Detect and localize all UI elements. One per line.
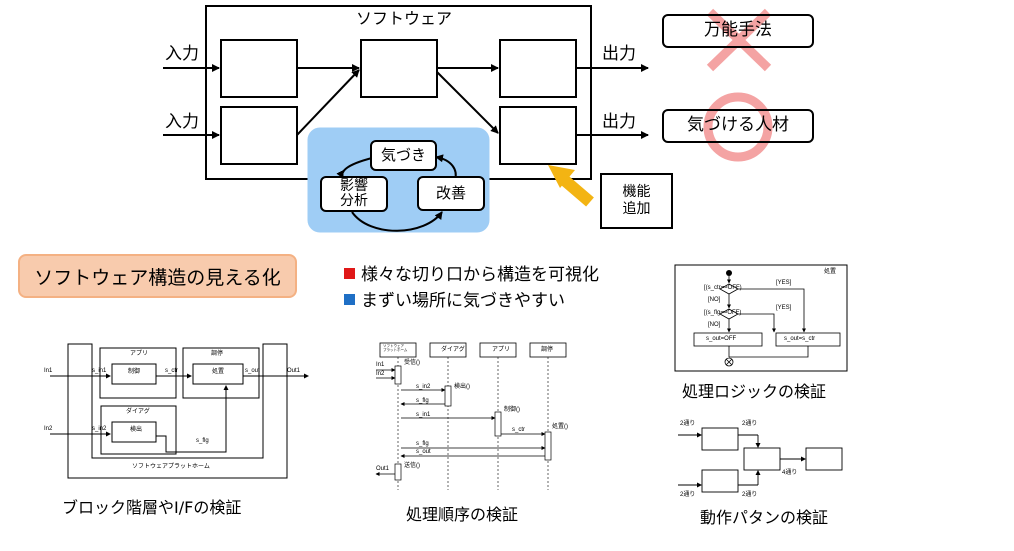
pattern-label-1: 2通り bbox=[680, 421, 696, 427]
flow-diagram bbox=[674, 264, 848, 372]
block-s-ctr: s_ctr bbox=[165, 368, 179, 374]
flow-yes1: [YES] bbox=[776, 280, 792, 286]
bannou-text: 万能手法 bbox=[704, 20, 772, 41]
output-label-1: 出力 bbox=[602, 44, 636, 64]
block-in1 bbox=[220, 39, 298, 98]
seq-in1: In1 bbox=[376, 362, 385, 368]
bullet-2: まずい場所に気づきやすい bbox=[344, 293, 565, 310]
block-app: アプリ bbox=[130, 351, 149, 357]
block-platform: ソフトウェアプラットホーム bbox=[132, 464, 210, 470]
seq-msg-seigyo: 制御() bbox=[504, 407, 520, 413]
block-out2 bbox=[499, 106, 577, 165]
pattern-label-3: 4通り bbox=[782, 470, 798, 476]
block-diag: ダイアグ bbox=[126, 409, 150, 415]
block-in2 bbox=[220, 106, 298, 165]
block-s-out: s_out bbox=[245, 368, 260, 374]
cycle-eikyou-text: 影響 分析 bbox=[340, 177, 368, 209]
cycle-eikyou: 影響 分析 bbox=[320, 176, 388, 212]
kizukeru-text: 気づける人材 bbox=[687, 115, 789, 136]
pattern-label-4: 2通り bbox=[680, 492, 696, 498]
banner: ソフトウェア構造の見える化 bbox=[18, 254, 297, 298]
sequence-diagram bbox=[375, 342, 567, 490]
kizukeru-box: 気づける人材 bbox=[662, 109, 814, 143]
seq-msg-kenshutsu: 検出() bbox=[454, 384, 470, 390]
seq-msg-jushin: 受信() bbox=[404, 360, 420, 366]
seq-lifeline-app: アプリ bbox=[492, 347, 511, 353]
block-shori: 処置 bbox=[212, 369, 225, 375]
banner-text: ソフトウェア構造の見える化 bbox=[34, 266, 281, 289]
seq-in2: In2 bbox=[376, 371, 385, 377]
block-s-in1: s_in1 bbox=[92, 368, 107, 374]
block-in2: In2 bbox=[44, 426, 53, 432]
software-label: ソフトウェア bbox=[356, 9, 453, 28]
seq-lifeline-diag: ダイアグ bbox=[441, 347, 465, 353]
seq-msg-s-ctr: s_ctr bbox=[512, 427, 526, 433]
seq-msg-s-flg2: s_flg bbox=[416, 441, 429, 447]
flow-no1: [NO] bbox=[708, 297, 721, 303]
software-diagram bbox=[163, 5, 773, 233]
seq-msg-shori: 処置() bbox=[552, 424, 568, 430]
block-in1: In1 bbox=[44, 368, 53, 374]
block-caption: ブロック階層やI/Fの検証 bbox=[62, 498, 242, 517]
feature-add-arrow bbox=[548, 165, 594, 207]
seq-lifeline-chousei: 調停 bbox=[541, 347, 554, 353]
pattern-label-5: 2通り bbox=[742, 492, 758, 498]
output-label-2: 出力 bbox=[602, 112, 636, 132]
flow-cond2: [(s_flg==OFF) bbox=[704, 310, 742, 316]
bullet-red-square bbox=[344, 268, 355, 279]
block-s-flg: s_flg bbox=[196, 438, 209, 444]
block-seigyo: 制御 bbox=[128, 369, 141, 375]
cycle-kizuki: 気づき bbox=[370, 140, 437, 171]
bannou-box: 万能手法 bbox=[662, 14, 814, 48]
feature-add-box: 機能 追加 bbox=[600, 173, 673, 229]
seq-msg-soushin: 送信() bbox=[404, 463, 420, 469]
bullet-1-text: 様々な切り口から構造を可視化 bbox=[361, 265, 599, 285]
flow-yes2: [YES] bbox=[776, 305, 792, 311]
pattern-caption: 動作パタンの検証 bbox=[700, 508, 829, 527]
bullet-blue-square bbox=[344, 294, 355, 305]
feature-add-text: 機能 追加 bbox=[622, 183, 651, 218]
block-chousei: 調停 bbox=[211, 351, 224, 357]
seq-lifeline-platform: ソフトウェア プラットホーム bbox=[383, 344, 408, 352]
seq-msg-s-in2: s_in2 bbox=[416, 384, 431, 390]
bullet-1: 様々な切り口から構造を可視化 bbox=[344, 267, 599, 284]
block-diagram bbox=[50, 343, 309, 479]
seq-out1: Out1 bbox=[376, 466, 390, 472]
flow-title: 処置 bbox=[824, 269, 837, 275]
seq-msg-s-out: s_out bbox=[416, 449, 431, 455]
flow-act1: s_out=OFF bbox=[706, 336, 737, 342]
pattern-label-2: 2通り bbox=[742, 421, 758, 427]
pattern-diagram bbox=[678, 427, 843, 493]
bullet-2-text: まずい場所に気づきやすい bbox=[361, 291, 565, 311]
cycle-kaizen: 改善 bbox=[417, 176, 485, 211]
sequence-caption: 処理順序の検証 bbox=[406, 505, 519, 524]
block-center bbox=[360, 39, 438, 98]
block-kenshutsu: 検出 bbox=[130, 427, 143, 433]
block-out1 bbox=[499, 39, 577, 98]
flow-no2: [NO] bbox=[708, 322, 721, 328]
block-out1: Out1 bbox=[287, 368, 301, 374]
input-label-1: 入力 bbox=[165, 44, 199, 64]
seq-msg-s-flg: s_flg bbox=[416, 398, 429, 404]
seq-msg-s-in1: s_in1 bbox=[416, 412, 431, 418]
flow-cond1: [(s_ctr==OFF) bbox=[704, 285, 742, 291]
circle-mark bbox=[703, 92, 773, 162]
input-label-2: 入力 bbox=[165, 112, 199, 132]
cross-mark bbox=[706, 8, 772, 72]
flow-act2: s_out=s_ctr bbox=[784, 336, 816, 342]
flow-caption: 処理ロジックの検証 bbox=[682, 382, 827, 401]
block-s-in2: s_in2 bbox=[92, 426, 107, 432]
